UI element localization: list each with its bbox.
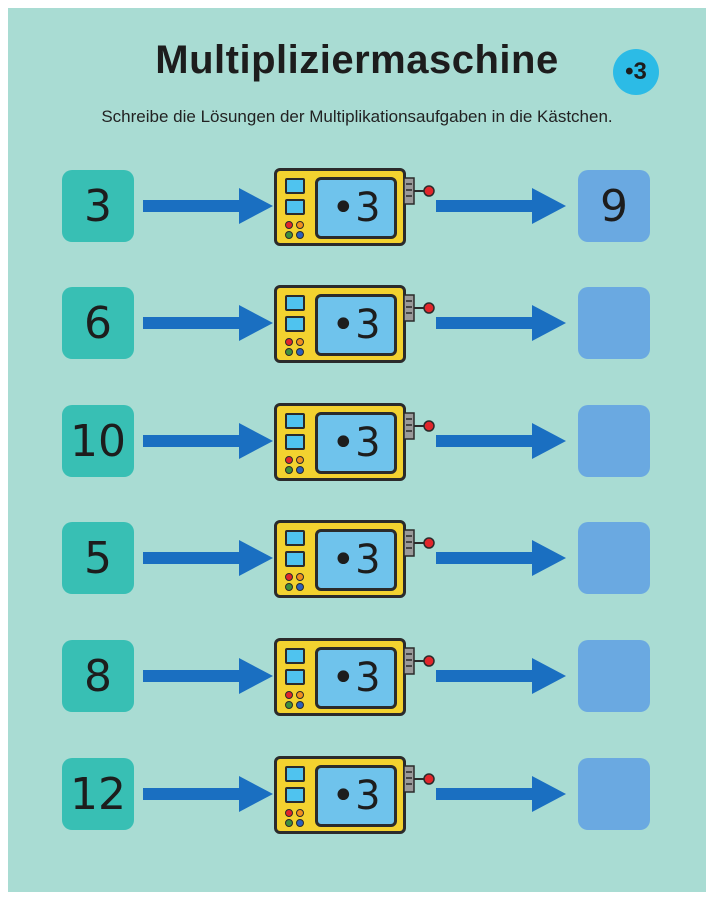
multiplication-machine: •3 <box>274 756 438 836</box>
antenna-icon <box>403 764 438 794</box>
arrow-right-icon <box>436 656 566 696</box>
multiplication-machine: •3 <box>274 285 438 365</box>
antenna-icon <box>403 293 438 323</box>
input-number-box: 12 <box>62 758 134 830</box>
machine-row: 10 •3 <box>0 403 714 483</box>
machine-button-icon <box>285 766 305 782</box>
arrow-right-icon <box>143 303 273 343</box>
input-number-box: 6 <box>62 287 134 359</box>
antenna-icon <box>403 646 438 676</box>
machine-button-icon <box>285 199 305 215</box>
answer-box[interactable] <box>578 405 650 477</box>
machine-lights-icon <box>285 573 307 593</box>
answer-box[interactable] <box>578 522 650 594</box>
input-number-box: 10 <box>62 405 134 477</box>
answer-box[interactable] <box>578 758 650 830</box>
antenna-icon <box>403 528 438 558</box>
arrow-right-icon <box>143 538 273 578</box>
page-title: Multipliziermaschine <box>155 38 559 82</box>
machine-button-icon <box>285 413 305 429</box>
machine-body: •3 <box>274 168 406 246</box>
machine-button-icon <box>285 178 305 194</box>
machine-row: 6 •3 <box>0 285 714 365</box>
antenna-icon <box>403 411 438 441</box>
machine-body: •3 <box>274 638 406 716</box>
arrow-right-icon <box>143 421 273 461</box>
machine-lights-icon <box>285 338 307 358</box>
machine-button-icon <box>285 787 305 803</box>
arrow-right-icon <box>143 656 273 696</box>
multiplication-machine: •3 <box>274 168 438 248</box>
machine-lights-icon <box>285 809 307 829</box>
answer-box[interactable] <box>578 640 650 712</box>
machine-row: 5 •3 <box>0 520 714 600</box>
input-number-box: 5 <box>62 522 134 594</box>
machine-button-icon <box>285 669 305 685</box>
machine-screen: •3 <box>315 529 397 591</box>
machine-button-icon <box>285 434 305 450</box>
answer-box[interactable]: 9 <box>578 170 650 242</box>
machine-button-icon <box>285 295 305 311</box>
multiplier-badge: •3 <box>613 49 659 95</box>
machine-lights-icon <box>285 456 307 476</box>
input-number-box: 3 <box>62 170 134 242</box>
antenna-icon <box>403 176 438 206</box>
machine-screen: •3 <box>315 177 397 239</box>
arrow-right-icon <box>436 303 566 343</box>
multiplication-machine: •3 <box>274 638 438 718</box>
machine-button-icon <box>285 316 305 332</box>
multiplication-machine: •3 <box>274 520 438 600</box>
machine-button-icon <box>285 648 305 664</box>
arrow-right-icon <box>436 538 566 578</box>
machine-row: 12 •3 <box>0 756 714 836</box>
machine-row: 8 •3 <box>0 638 714 718</box>
machine-body: •3 <box>274 285 406 363</box>
machine-row: 3 •3 9 <box>0 168 714 248</box>
machine-body: •3 <box>274 520 406 598</box>
arrow-right-icon <box>436 186 566 226</box>
arrow-right-icon <box>143 186 273 226</box>
machine-body: •3 <box>274 403 406 481</box>
arrow-right-icon <box>436 774 566 814</box>
instruction-text: Schreibe die Lösungen der Multiplikation… <box>101 107 613 126</box>
machine-screen: •3 <box>315 294 397 356</box>
machine-button-icon <box>285 530 305 546</box>
machine-screen: •3 <box>315 765 397 827</box>
answer-box[interactable] <box>578 287 650 359</box>
machine-button-icon <box>285 551 305 567</box>
machine-screen: •3 <box>315 412 397 474</box>
input-number-box: 8 <box>62 640 134 712</box>
arrow-right-icon <box>143 774 273 814</box>
machine-lights-icon <box>285 691 307 711</box>
multiplication-machine: •3 <box>274 403 438 483</box>
machine-lights-icon <box>285 221 307 241</box>
arrow-right-icon <box>436 421 566 461</box>
machine-body: •3 <box>274 756 406 834</box>
machine-screen: •3 <box>315 647 397 709</box>
